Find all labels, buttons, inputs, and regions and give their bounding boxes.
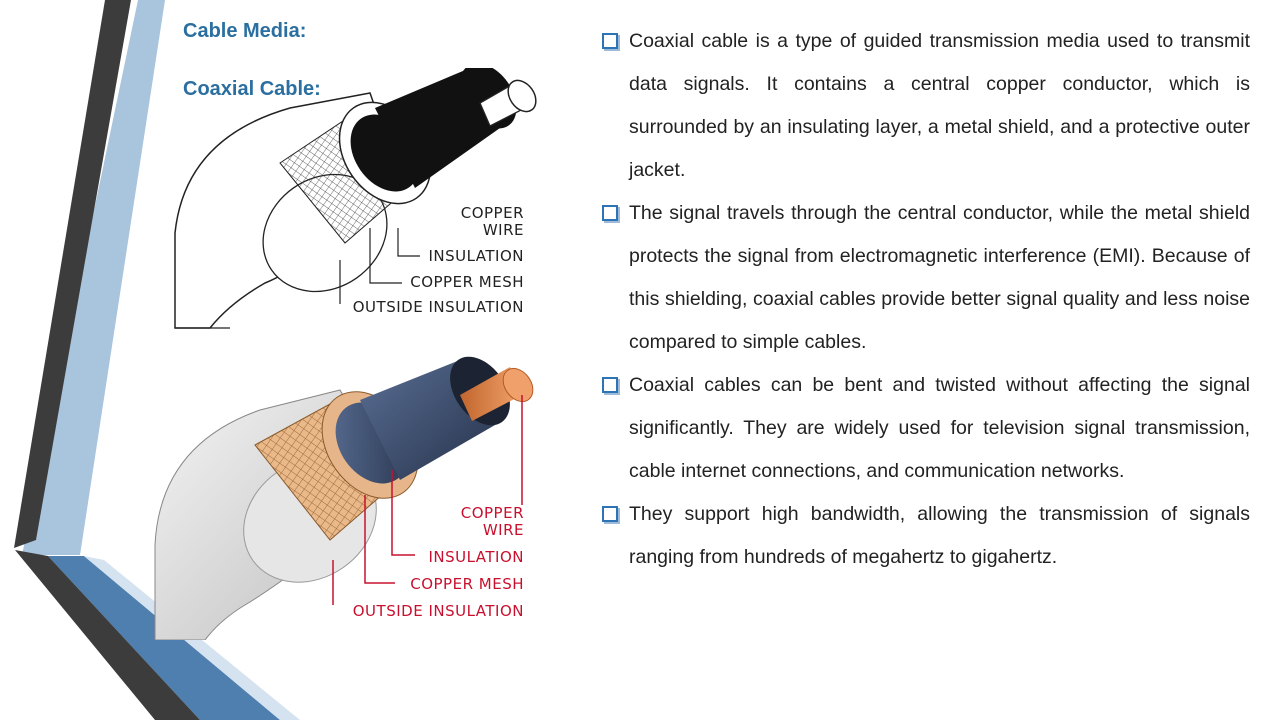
top-label-wire: WIRE xyxy=(483,221,524,239)
coaxial-cable-line-drawing: COPPER WIRE INSULATION COPPER MESH OUTSI… xyxy=(174,68,537,329)
slide-subheading: Coaxial Cable: xyxy=(183,78,321,100)
bottom-label-copper-mesh: COPPER MESH xyxy=(410,575,524,593)
bullet-item: Coaxial cable is a type of guided transm… xyxy=(600,20,1250,192)
top-label-outside-insulation: OUTSIDE INSULATION xyxy=(353,298,524,316)
hollow-square-bullet-icon xyxy=(602,205,618,221)
coaxial-cable-color-illustration: COPPER WIRE INSULATION COPPER MESH OUTSI… xyxy=(154,356,534,640)
top-label-copper-mesh: COPPER MESH xyxy=(410,273,524,291)
bullet-text: The signal travels through the central c… xyxy=(629,202,1250,353)
bullet-list: Coaxial cable is a type of guided transm… xyxy=(600,20,1250,579)
bullet-item: They support high bandwidth, allowing th… xyxy=(600,493,1250,579)
bullet-text: Coaxial cables can be bent and twisted w… xyxy=(629,374,1250,482)
bullet-text: They support high bandwidth, allowing th… xyxy=(629,503,1250,568)
bullet-text: Coaxial cable is a type of guided transm… xyxy=(629,30,1250,181)
dark-gray-stripe xyxy=(14,0,131,548)
hollow-square-bullet-icon xyxy=(602,377,618,393)
bottom-label-wire: WIRE xyxy=(483,521,524,539)
slide-heading: Cable Media: xyxy=(183,20,307,42)
bottom-label-copper: COPPER xyxy=(461,504,524,522)
dark-bottom-stripe xyxy=(15,550,200,720)
top-label-copper: COPPER xyxy=(461,204,524,222)
top-label-insulation: INSULATION xyxy=(428,247,524,265)
bullet-item: The signal travels through the central c… xyxy=(600,192,1250,364)
hollow-square-bullet-icon xyxy=(602,506,618,522)
bottom-label-outside-insulation: OUTSIDE INSULATION xyxy=(353,602,524,620)
hollow-square-bullet-icon xyxy=(602,33,618,49)
bottom-label-insulation: INSULATION xyxy=(428,548,524,566)
bullet-item: Coaxial cables can be bent and twisted w… xyxy=(600,364,1250,493)
